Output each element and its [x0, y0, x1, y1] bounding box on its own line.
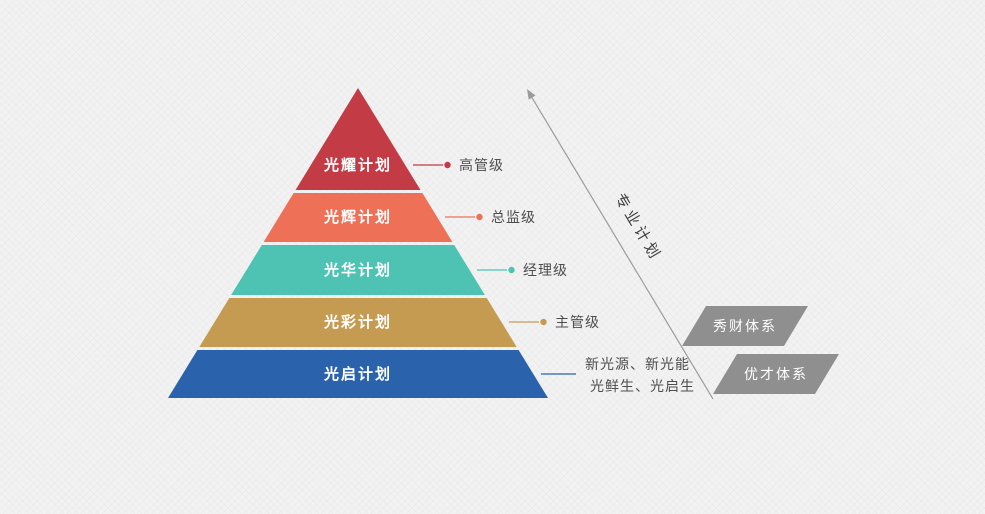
pyramid-layer-guanghua-label: 光华计划: [323, 261, 392, 279]
callout-dot-jingli: [508, 266, 515, 274]
pyramid-layer-guanghui: [263, 193, 453, 242]
callout-label-gaoguan: 高管级: [459, 157, 504, 173]
pyramid-layer-guangcai-label: 光彩计划: [323, 313, 392, 331]
axis-arrowhead-icon: [527, 89, 536, 100]
pyramid-layer-guangyao-label: 光耀计划: [323, 156, 392, 174]
pyramid-layer-guangqi-label: 光启计划: [323, 365, 392, 383]
axis-arrow-line: [530, 95, 714, 400]
badge-youcai-label: 优才体系: [744, 366, 808, 382]
pyramid-layer-guangqi: [168, 350, 548, 398]
callout-label-zongjian: 总监级: [491, 209, 536, 225]
pyramid-layer-guangcai: [199, 298, 517, 347]
axis-label: 专业计划: [611, 191, 665, 265]
badge-xiucai: [682, 306, 808, 346]
callout-label-zhuguan: 主管级: [555, 314, 600, 330]
callout-label-guangqi-line1: 新光源、新光能: [585, 356, 690, 372]
badge-youcai: [713, 354, 839, 394]
badge-xiucai-label: 秀财体系: [713, 318, 777, 334]
callout-dot-gaoguan: [444, 161, 451, 169]
callout-label-jingli: 经理级: [523, 262, 568, 278]
callout-dot-zongjian: [476, 213, 483, 221]
pyramid-layer-guanghua: [231, 245, 485, 295]
callout-dot-zhuguan: [540, 318, 547, 326]
pyramid-layer-guangyao: [295, 88, 421, 190]
callout-label-guangqi-line2: 光鲜生、光启生: [590, 378, 695, 394]
pyramid-layer-guanghui-label: 光辉计划: [323, 208, 392, 226]
